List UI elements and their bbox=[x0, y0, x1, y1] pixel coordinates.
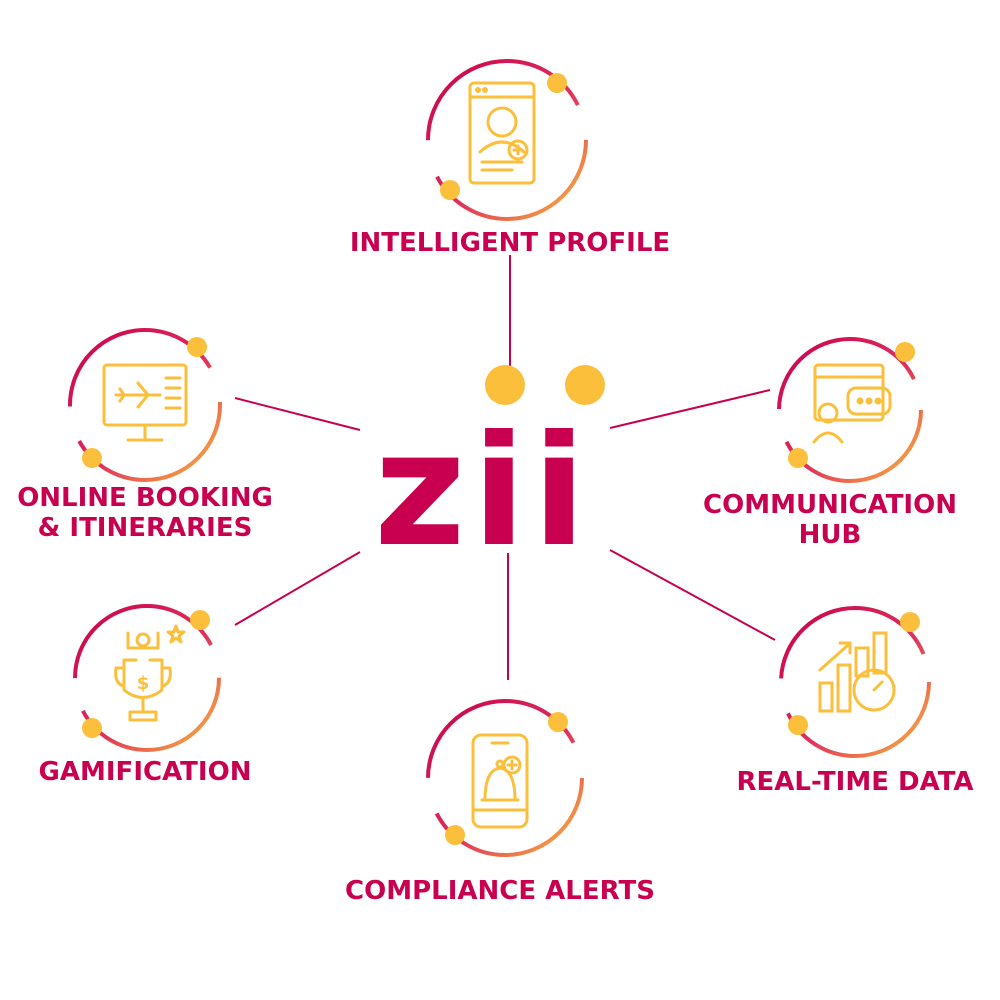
chart-stopwatch-icon bbox=[818, 631, 896, 713]
label-real-time-data: REAL-TIME DATA bbox=[736, 767, 974, 797]
node-real-time-data bbox=[779, 606, 931, 758]
phone-bell-icon bbox=[471, 733, 529, 829]
label-intelligent-profile: INTELLIGENT PROFILE bbox=[349, 228, 671, 258]
connector-communication-hub bbox=[609, 389, 771, 429]
label-online-booking: ONLINE BOOKING & ITINERARIES bbox=[17, 483, 273, 543]
connector-gamification bbox=[234, 551, 361, 626]
label-gamification: GAMIFICATION bbox=[38, 757, 252, 787]
chat-support-icon bbox=[812, 363, 892, 444]
node-gamification: $ bbox=[73, 604, 221, 752]
flight-monitor-icon bbox=[102, 363, 188, 442]
node-intelligent-profile bbox=[426, 59, 588, 221]
zii-logo: zii bbox=[373, 428, 593, 553]
label-communication-hub: COMMUNICATION HUB bbox=[703, 490, 957, 550]
logo-dot-right bbox=[565, 365, 605, 405]
trophy-icon bbox=[114, 624, 186, 722]
label-compliance-alerts: COMPLIANCE ALERTS bbox=[345, 876, 655, 906]
node-online-booking bbox=[68, 328, 222, 482]
connector-real-time-data bbox=[609, 549, 776, 641]
logo-dot-left bbox=[485, 365, 525, 405]
dollar-glyph: $ bbox=[137, 673, 150, 694]
user-profile-icon bbox=[468, 81, 536, 185]
node-communication-hub bbox=[777, 337, 923, 483]
node-compliance-alerts bbox=[426, 699, 584, 857]
connector-online-booking bbox=[234, 397, 361, 431]
